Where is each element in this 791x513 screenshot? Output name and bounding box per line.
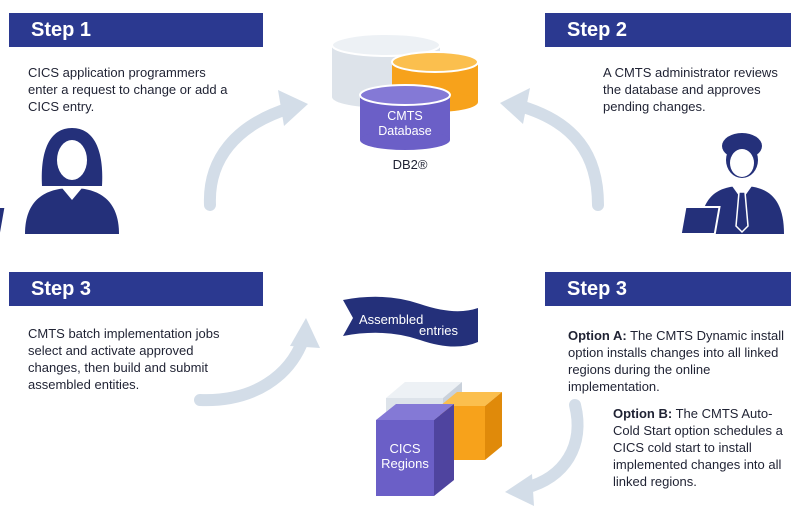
database-label-line2: Database: [378, 124, 432, 138]
arrow-step1-to-db: [203, 90, 308, 211]
database-label-line1: CMTS: [387, 109, 423, 123]
step-1-description: CICS application programmers enter a req…: [28, 65, 228, 114]
step-3-right-title: Step 3: [567, 278, 628, 300]
option-a-label: Option A:: [568, 328, 627, 343]
assembled-entries-banner: Assembled entries: [357, 304, 477, 344]
programmer-icon: [0, 128, 119, 235]
banner-word-1: Assembled: [359, 312, 424, 327]
arrow-step2-to-db: [500, 88, 604, 211]
database-label: CMTS Database: [360, 109, 450, 139]
step-3-left-title: Step 3: [31, 278, 92, 300]
step-2-description: A CMTS administrator reviews the databas…: [603, 65, 778, 114]
step-3-right-header: Step 3: [545, 272, 791, 306]
cics-regions-icon: [376, 382, 502, 496]
regions-label: CICS Regions: [376, 441, 434, 471]
option-b-body: The CMTS Auto-Cold Start option schedule…: [613, 406, 783, 489]
regions-label-line2: Regions: [381, 456, 429, 471]
arrow-options-to-regions: [505, 399, 584, 506]
regions-label-line1: CICS: [389, 441, 421, 456]
step-2-header: Step 2: [545, 13, 791, 47]
banner-word-2: entries: [419, 323, 459, 338]
step-1-header: Step 1: [9, 13, 263, 47]
step-3-left-header: Step 3: [9, 272, 263, 306]
option-a-text: Option A: The CMTS Dynamic install optio…: [568, 327, 790, 395]
database-icon: [331, 33, 479, 150]
option-b-text: Option B: The CMTS Auto-Cold Start optio…: [613, 405, 791, 490]
step-3-left-description: CMTS batch implementation jobs select an…: [28, 326, 220, 392]
option-b-label: Option B:: [613, 406, 673, 421]
step-2-title: Step 2: [567, 19, 628, 41]
arrow-step3-to-banner: [194, 318, 320, 407]
administrator-icon: [679, 133, 784, 235]
option-a-body: The CMTS Dynamic install option installs…: [568, 328, 784, 394]
step-1-title: Step 1: [31, 19, 92, 41]
assembled-entries-banner-shape: [343, 296, 478, 347]
database-caption: DB2®: [392, 157, 428, 172]
